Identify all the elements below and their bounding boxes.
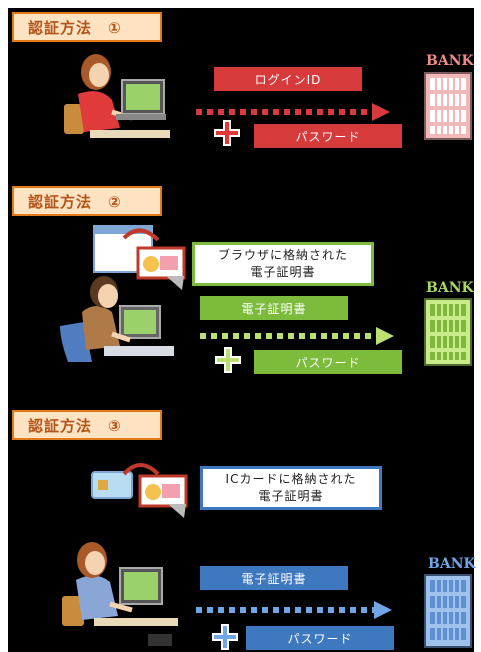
section-2-note-line-1: ブラウザに格納された [217, 248, 348, 262]
section-2-plus-icon [215, 347, 241, 373]
section-2-bank-icon [424, 298, 472, 366]
section-3-plus-icon [212, 624, 238, 650]
section-2-title: 認証方法 ② [12, 186, 162, 216]
section-1-login-id-label: ログインID [214, 67, 362, 91]
section-3-certificate-icon [138, 474, 188, 518]
section-2-note-line-2: 電子証明書 [250, 265, 316, 279]
section-2-graphics [60, 225, 472, 373]
section-2-certificate-label: 電子証明書 [200, 296, 348, 320]
section-1-bank-icon [424, 72, 472, 140]
section-3-note-line-2: 電子証明書 [258, 489, 324, 503]
section-2-curved-arrow [122, 228, 160, 242]
section-2-note: ブラウザに格納された 電子証明書 [192, 242, 374, 286]
section-3-note: ICカードに格納された 電子証明書 [200, 466, 382, 510]
section-3-bank-icon [424, 574, 472, 648]
section-3-title: 認証方法 ③ [12, 410, 162, 440]
section-3-certificate-label: 電子証明書 [200, 566, 348, 590]
section-3-arrow [196, 601, 392, 619]
section-2-bank-label: BANK [426, 280, 474, 296]
user-woman-blue-icon [62, 542, 178, 646]
section-3-note-line-1: ICカードに格納された [225, 472, 357, 486]
section-2-password-label: パスワード [254, 350, 402, 374]
section-3-curved-arrow [122, 463, 160, 476]
section-1-plus-icon [214, 120, 240, 146]
section-1-arrow [196, 103, 390, 121]
section-1-bank-label: BANK [426, 53, 474, 69]
section-3-bank-label: BANK [428, 556, 476, 572]
section-1-password-label: パスワード [254, 124, 402, 148]
user-man-icon [60, 276, 174, 362]
ic-card-icon [91, 471, 133, 499]
section-3-password-label: パスワード [246, 626, 394, 650]
user-woman-red-icon [64, 54, 170, 138]
section-2-certificate-icon [136, 246, 186, 290]
section-2-arrow [200, 327, 394, 345]
section-1-title: 認証方法 ① [12, 12, 162, 42]
section-1-graphics [64, 54, 472, 146]
